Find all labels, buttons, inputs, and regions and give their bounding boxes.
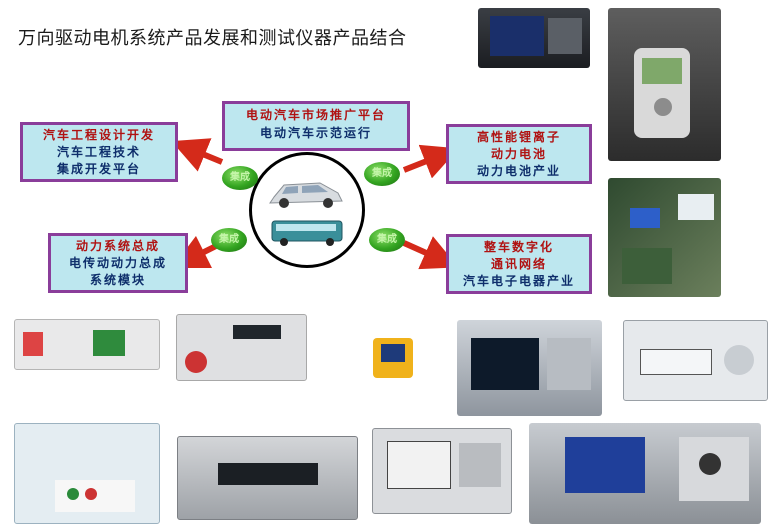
- box-digital: 整车数字化 通讯网络 汽车电子电器产业: [446, 234, 592, 294]
- box-digital-sub: 汽车电子电器产业: [462, 274, 575, 288]
- box-engineering-sub1: 汽车工程技术: [56, 145, 141, 159]
- box-engineering-sub2: 集成开发平台: [56, 162, 141, 176]
- integration-node-bottom-left: 集成: [211, 228, 247, 252]
- photo-test-station: [14, 423, 160, 524]
- box-engineering: 汽车工程设计开发 汽车工程技术 集成开发平台: [20, 122, 178, 182]
- integration-node-top-right: 集成: [364, 162, 400, 186]
- box-market-platform-heading: 电动汽车市场推广平台: [245, 108, 386, 122]
- box-battery-sub: 动力电池产业: [476, 164, 561, 178]
- car-icon: [269, 182, 343, 208]
- box-powertrain-sub2: 系统模块: [89, 273, 146, 287]
- box-powertrain-sub1: 电传动动力总成: [68, 256, 167, 270]
- arrow-to-left-top: [171, 138, 224, 172]
- box-powertrain-heading: 动力系统总成: [75, 239, 160, 253]
- bus-icon: [271, 220, 343, 246]
- vehicle-circle: [249, 152, 365, 268]
- box-battery: 高性能锂离子 动力电池 动力电池产业: [446, 124, 592, 184]
- integration-node-bottom-right: 集成: [369, 228, 405, 252]
- box-engineering-heading: 汽车工程设计开发: [42, 128, 155, 142]
- photo-power-analyzer: [337, 326, 435, 390]
- arrow-to-right-top: [402, 144, 459, 179]
- integration-node-top-left: 集成: [222, 166, 258, 190]
- arrow-to-right-bottom: [402, 236, 459, 270]
- box-powertrain: 动力系统总成 电传动动力总成 系统模块: [48, 233, 188, 293]
- photo-waveform-instrument: [372, 428, 512, 514]
- photo-handheld-meter: [608, 8, 721, 161]
- box-market-platform-sub: 电动汽车示范运行: [259, 126, 372, 140]
- box-market-platform: 电动汽车市场推广平台 电动汽车示范运行: [222, 101, 410, 151]
- photo-circuit-board: [608, 178, 721, 297]
- photo-signal-analyzer: [623, 320, 768, 401]
- photo-oscilloscope: [457, 320, 602, 416]
- box-digital-heading2: 通讯网络: [490, 257, 547, 271]
- box-digital-heading1: 整车数字化: [483, 240, 554, 254]
- photo-data-logger: [478, 8, 590, 68]
- page-title: 万向驱动电机系统产品发展和测试仪器产品结合: [18, 28, 407, 49]
- photo-power-supply: [177, 436, 358, 520]
- box-battery-heading1: 高性能锂离子: [476, 130, 561, 144]
- box-battery-heading2: 动力电池: [490, 147, 547, 161]
- car-and-bus-illustration: [269, 182, 343, 246]
- photo-tester-1: [14, 319, 160, 370]
- photo-tester-2: [176, 314, 307, 381]
- photo-network-analyzer: [529, 423, 761, 524]
